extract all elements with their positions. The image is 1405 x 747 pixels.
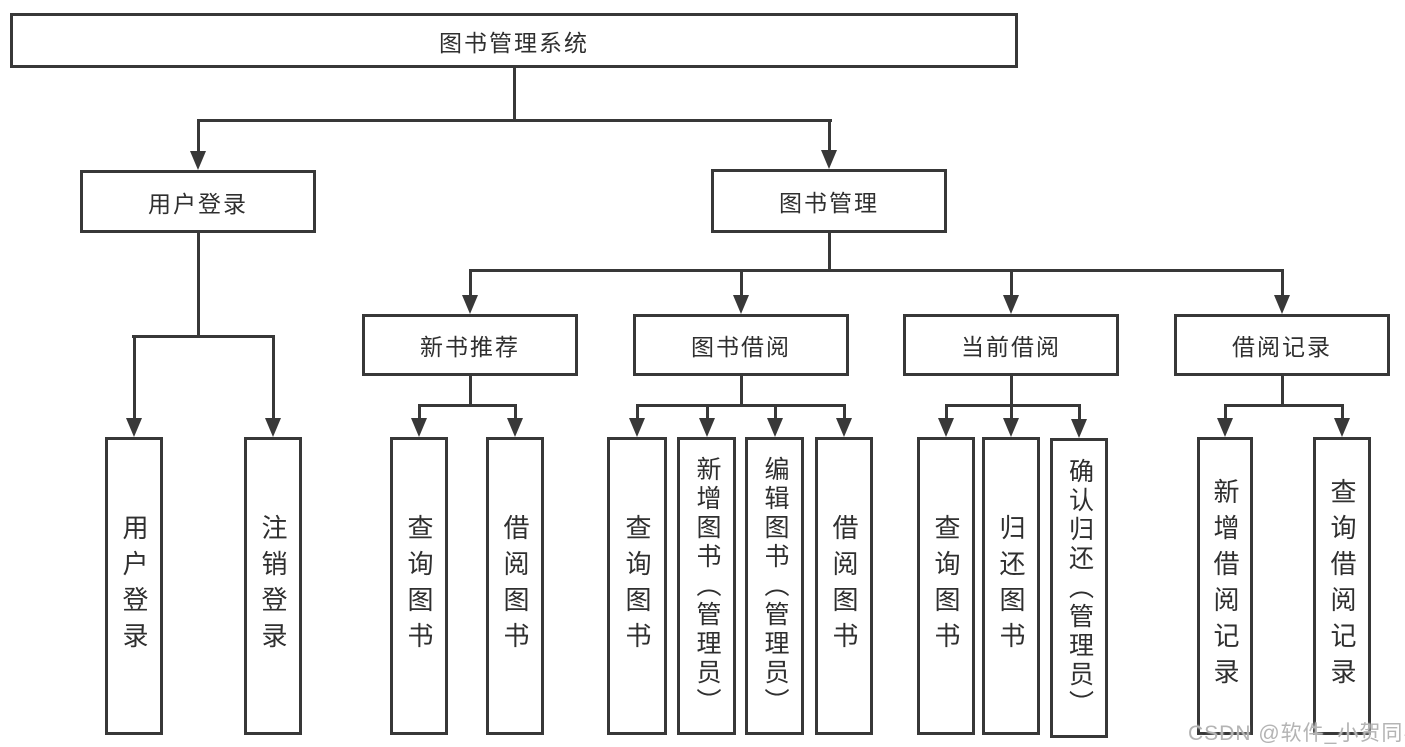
edge-stub-line: [739, 376, 743, 407]
node-label: 归还图书: [996, 514, 1026, 658]
arrow-down-icon: [1274, 295, 1290, 314]
edge-stem-line: [132, 335, 136, 423]
edge-stem-line: [773, 404, 777, 423]
edge-stem-line: [196, 119, 200, 156]
arrow-down-icon: [1003, 295, 1019, 314]
arrow-down-icon: [1217, 418, 1233, 437]
edge-stem-line: [513, 404, 517, 423]
node-new-book-recommendation: 新书推荐: [362, 314, 578, 376]
arrow-down-icon: [190, 151, 206, 170]
edge-stub-line: [1280, 376, 1284, 407]
arrow-down-icon: [733, 295, 749, 314]
edge-rail-line: [469, 269, 1284, 272]
edge-stem-line: [944, 404, 948, 423]
arrow-down-icon: [836, 418, 852, 437]
node-label: 编辑图书（管理员）: [761, 455, 789, 717]
node-add-book-admin: 新增图书（管理员）: [677, 437, 736, 735]
node-label: 查询借阅记录: [1327, 478, 1357, 694]
node-label: 新书推荐: [420, 334, 520, 360]
node-label: 用户登录: [119, 514, 149, 658]
node-label: 借阅记录: [1232, 334, 1332, 360]
node-label: 确认归还（管理员）: [1065, 457, 1094, 719]
node-label: 借阅图书: [500, 514, 530, 658]
node-label: 用户登录: [148, 190, 248, 217]
edge-rail-line: [132, 335, 275, 338]
edge-rail-line: [945, 404, 1081, 407]
node-label: 图书借阅: [691, 334, 791, 360]
node-borrowing-records: 借阅记录: [1174, 314, 1390, 376]
edge-stem-line: [827, 119, 831, 155]
node-label: 图书管理系统: [439, 29, 589, 56]
node-borrow-books-recommend: 借阅图书: [486, 437, 544, 735]
edge-stem-line: [1280, 269, 1284, 300]
edge-rail-line: [418, 404, 517, 407]
arrow-down-icon: [126, 418, 142, 437]
edge-stub-line: [468, 376, 472, 407]
edge-stub-line: [512, 67, 516, 121]
arrow-down-icon: [821, 150, 837, 169]
arrow-down-icon: [462, 295, 478, 314]
node-label: 借阅图书: [829, 514, 859, 658]
node-confirm-return-admin: 确认归还（管理员）: [1050, 438, 1108, 738]
arrow-down-icon: [938, 418, 954, 437]
node-edit-book-admin: 编辑图书（管理员）: [745, 437, 804, 735]
node-user-login-leaf: 用户登录: [105, 437, 163, 735]
arrow-down-icon: [767, 418, 783, 437]
edge-stem-line: [842, 404, 846, 423]
node-return-books: 归还图书: [982, 437, 1040, 735]
node-book-borrowing: 图书借阅: [633, 314, 849, 376]
arrow-down-icon: [1071, 419, 1087, 438]
arrow-down-icon: [699, 418, 715, 437]
edge-stem-line: [1009, 404, 1013, 423]
edge-stem-line: [1077, 404, 1081, 424]
watermark-text: CSDN @软件_小贺同学: [1188, 722, 1405, 745]
edge-rail-line: [197, 119, 832, 122]
node-query-borrow-record: 查询借阅记录: [1313, 437, 1371, 735]
node-label: 当前借阅: [961, 334, 1061, 360]
node-library-management-system: 图书管理系统: [10, 13, 1018, 68]
edge-stem-line: [417, 404, 421, 423]
node-label: 图书管理: [779, 190, 879, 216]
edge-rail-line: [1224, 404, 1344, 407]
edge-stem-line: [468, 269, 472, 300]
arrow-down-icon: [265, 418, 281, 437]
node-label: 查询图书: [931, 514, 961, 658]
arrow-down-icon: [411, 418, 427, 437]
edge-stem-line: [1223, 404, 1227, 423]
node-book-management: 图书管理: [711, 169, 947, 233]
edge-stem-line: [705, 404, 709, 423]
edge-stem-line: [1009, 269, 1013, 300]
arrow-down-icon: [1334, 418, 1350, 437]
node-label: 新增图书（管理员）: [693, 455, 721, 717]
edge-stub-line: [196, 232, 200, 338]
edge-stem-line: [271, 335, 275, 423]
arrow-down-icon: [1003, 418, 1019, 437]
edge-stem-line: [739, 269, 743, 300]
node-label: 新增借阅记录: [1210, 478, 1240, 694]
node-borrow-books: 借阅图书: [815, 437, 873, 735]
node-label: 查询图书: [622, 514, 652, 658]
node-add-borrow-record: 新增借阅记录: [1197, 437, 1253, 735]
node-current-borrowing: 当前借阅: [903, 314, 1119, 376]
edge-stub-line: [827, 232, 831, 272]
node-query-books-recommend: 查询图书: [390, 437, 448, 735]
arrow-down-icon: [507, 418, 523, 437]
node-label: 查询图书: [404, 514, 434, 658]
arrow-down-icon: [629, 418, 645, 437]
edge-stem-line: [1340, 404, 1344, 423]
edge-rail-line: [636, 404, 846, 407]
node-label: 注销登录: [258, 514, 288, 658]
node-query-books-borrow: 查询图书: [607, 437, 667, 735]
edge-stub-line: [1009, 376, 1013, 407]
node-logout: 注销登录: [244, 437, 302, 735]
node-query-books-current: 查询图书: [917, 437, 975, 735]
node-user-login: 用户登录: [80, 170, 316, 233]
edge-stem-line: [635, 404, 639, 423]
